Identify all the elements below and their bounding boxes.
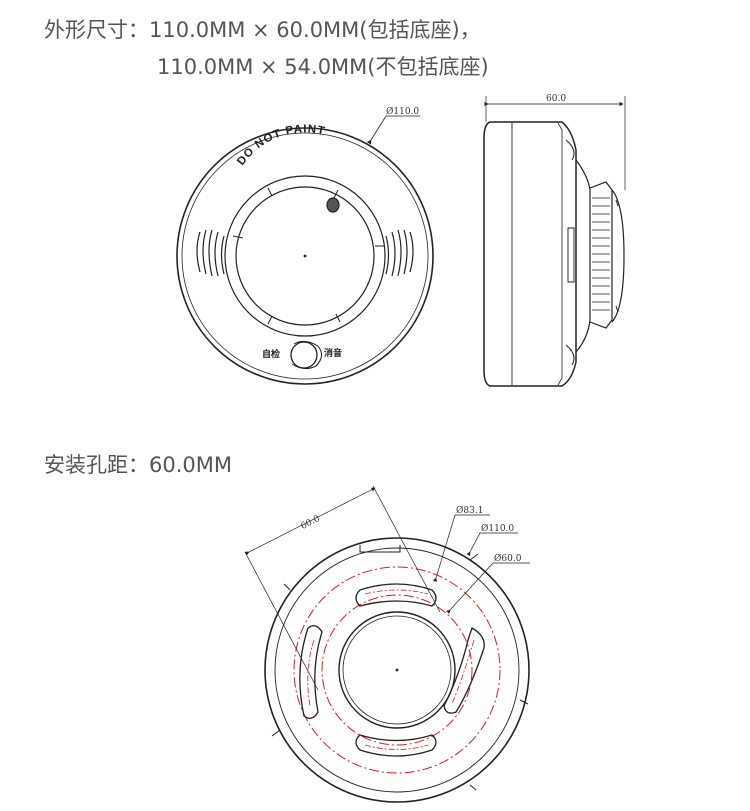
base-view: [244, 485, 530, 803]
detector-inner-rim: [181, 132, 429, 380]
size-spec-line2: 110.0MM × 54.0MM(不包括底座): [157, 55, 489, 79]
dia-83-label: Ø83.1: [456, 505, 483, 516]
self-test-label: 自检: [262, 348, 280, 360]
side-width-label: 60.0: [546, 94, 566, 104]
base-center-hole: [338, 611, 456, 729]
front-diameter-label: Ø110.0: [386, 106, 419, 117]
dia-110-label: Ø110.0: [481, 523, 514, 534]
dia-83-circle: [293, 566, 501, 774]
sensor-chamber-outer: [224, 175, 386, 337]
dia-60-circle: [321, 594, 473, 746]
detector-outer-rim: [176, 127, 434, 385]
base-outer-rim: [264, 537, 530, 803]
left-vents-icon: [196, 229, 225, 277]
sensor-chamber-inner: [235, 186, 375, 326]
mount-spacing-spec: 安装孔距：60.0MM: [44, 453, 232, 477]
dia-60-label: Ø60.0: [494, 553, 522, 564]
front-view: [176, 115, 434, 385]
size-spec-line1: 外形尺寸：110.0MM × 60.0MM(包括底座)，: [44, 18, 481, 42]
side-body: [483, 121, 577, 387]
mounting-slots: [299, 583, 485, 757]
side-view: [483, 96, 626, 387]
silence-label: 消音: [324, 347, 342, 359]
do-not-paint-label: DO NOT PAINT: [235, 123, 326, 167]
right-vents-icon: [385, 229, 414, 277]
indicator-led: [326, 197, 340, 213]
test-button: [290, 341, 318, 369]
